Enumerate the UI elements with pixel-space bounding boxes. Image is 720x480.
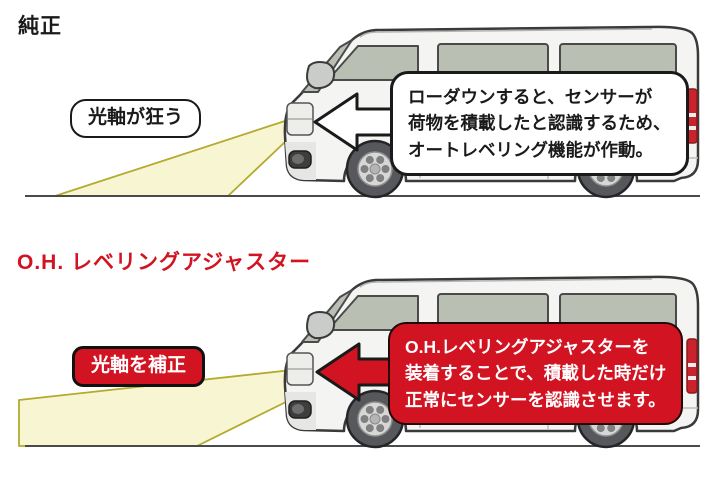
bubble-line: オートレベリング機能が作動。 — [408, 139, 653, 160]
explanation-bubble-adjusted: O.H.レベリングアジャスターを 装着することで、積載した時だけ 正常にセンサー… — [388, 322, 684, 425]
stock-van-scene — [25, 25, 700, 199]
bubble-line: O.H.レベリングアジャスターを — [405, 337, 650, 357]
light-axis-label-stock: 光軸が狂う — [70, 99, 202, 138]
section-heading-adjusted: O.H. レベリングアジャスター — [17, 251, 312, 274]
section-heading-stock: 純正 — [18, 15, 62, 38]
bubble-line: 装着することで、積載した時だけ — [405, 363, 667, 384]
explanation-bubble-stock: ローダウンすると、センサーが 荷物を積載したと認識するため、 オートレベリング機… — [390, 71, 689, 176]
bubble-line: 荷物を積載したと認識するため、 — [408, 113, 671, 134]
section-adjusted: O.H. レベリングアジャスター 光軸を補正 O.H.レベリングアジャスターを … — [0, 240, 720, 480]
section-stock: 純正 光軸が狂う ローダウンすると、センサーが 荷物を積載したと認識するため、 … — [18, 15, 700, 199]
adjusted-van-scene — [18, 275, 700, 449]
bubble-line: ローダウンすると、センサーが — [408, 87, 653, 107]
bubble-line: 正常にセンサーを認識させます。 — [405, 389, 666, 410]
light-axis-label-adjusted: 光軸を補正 — [72, 346, 206, 387]
